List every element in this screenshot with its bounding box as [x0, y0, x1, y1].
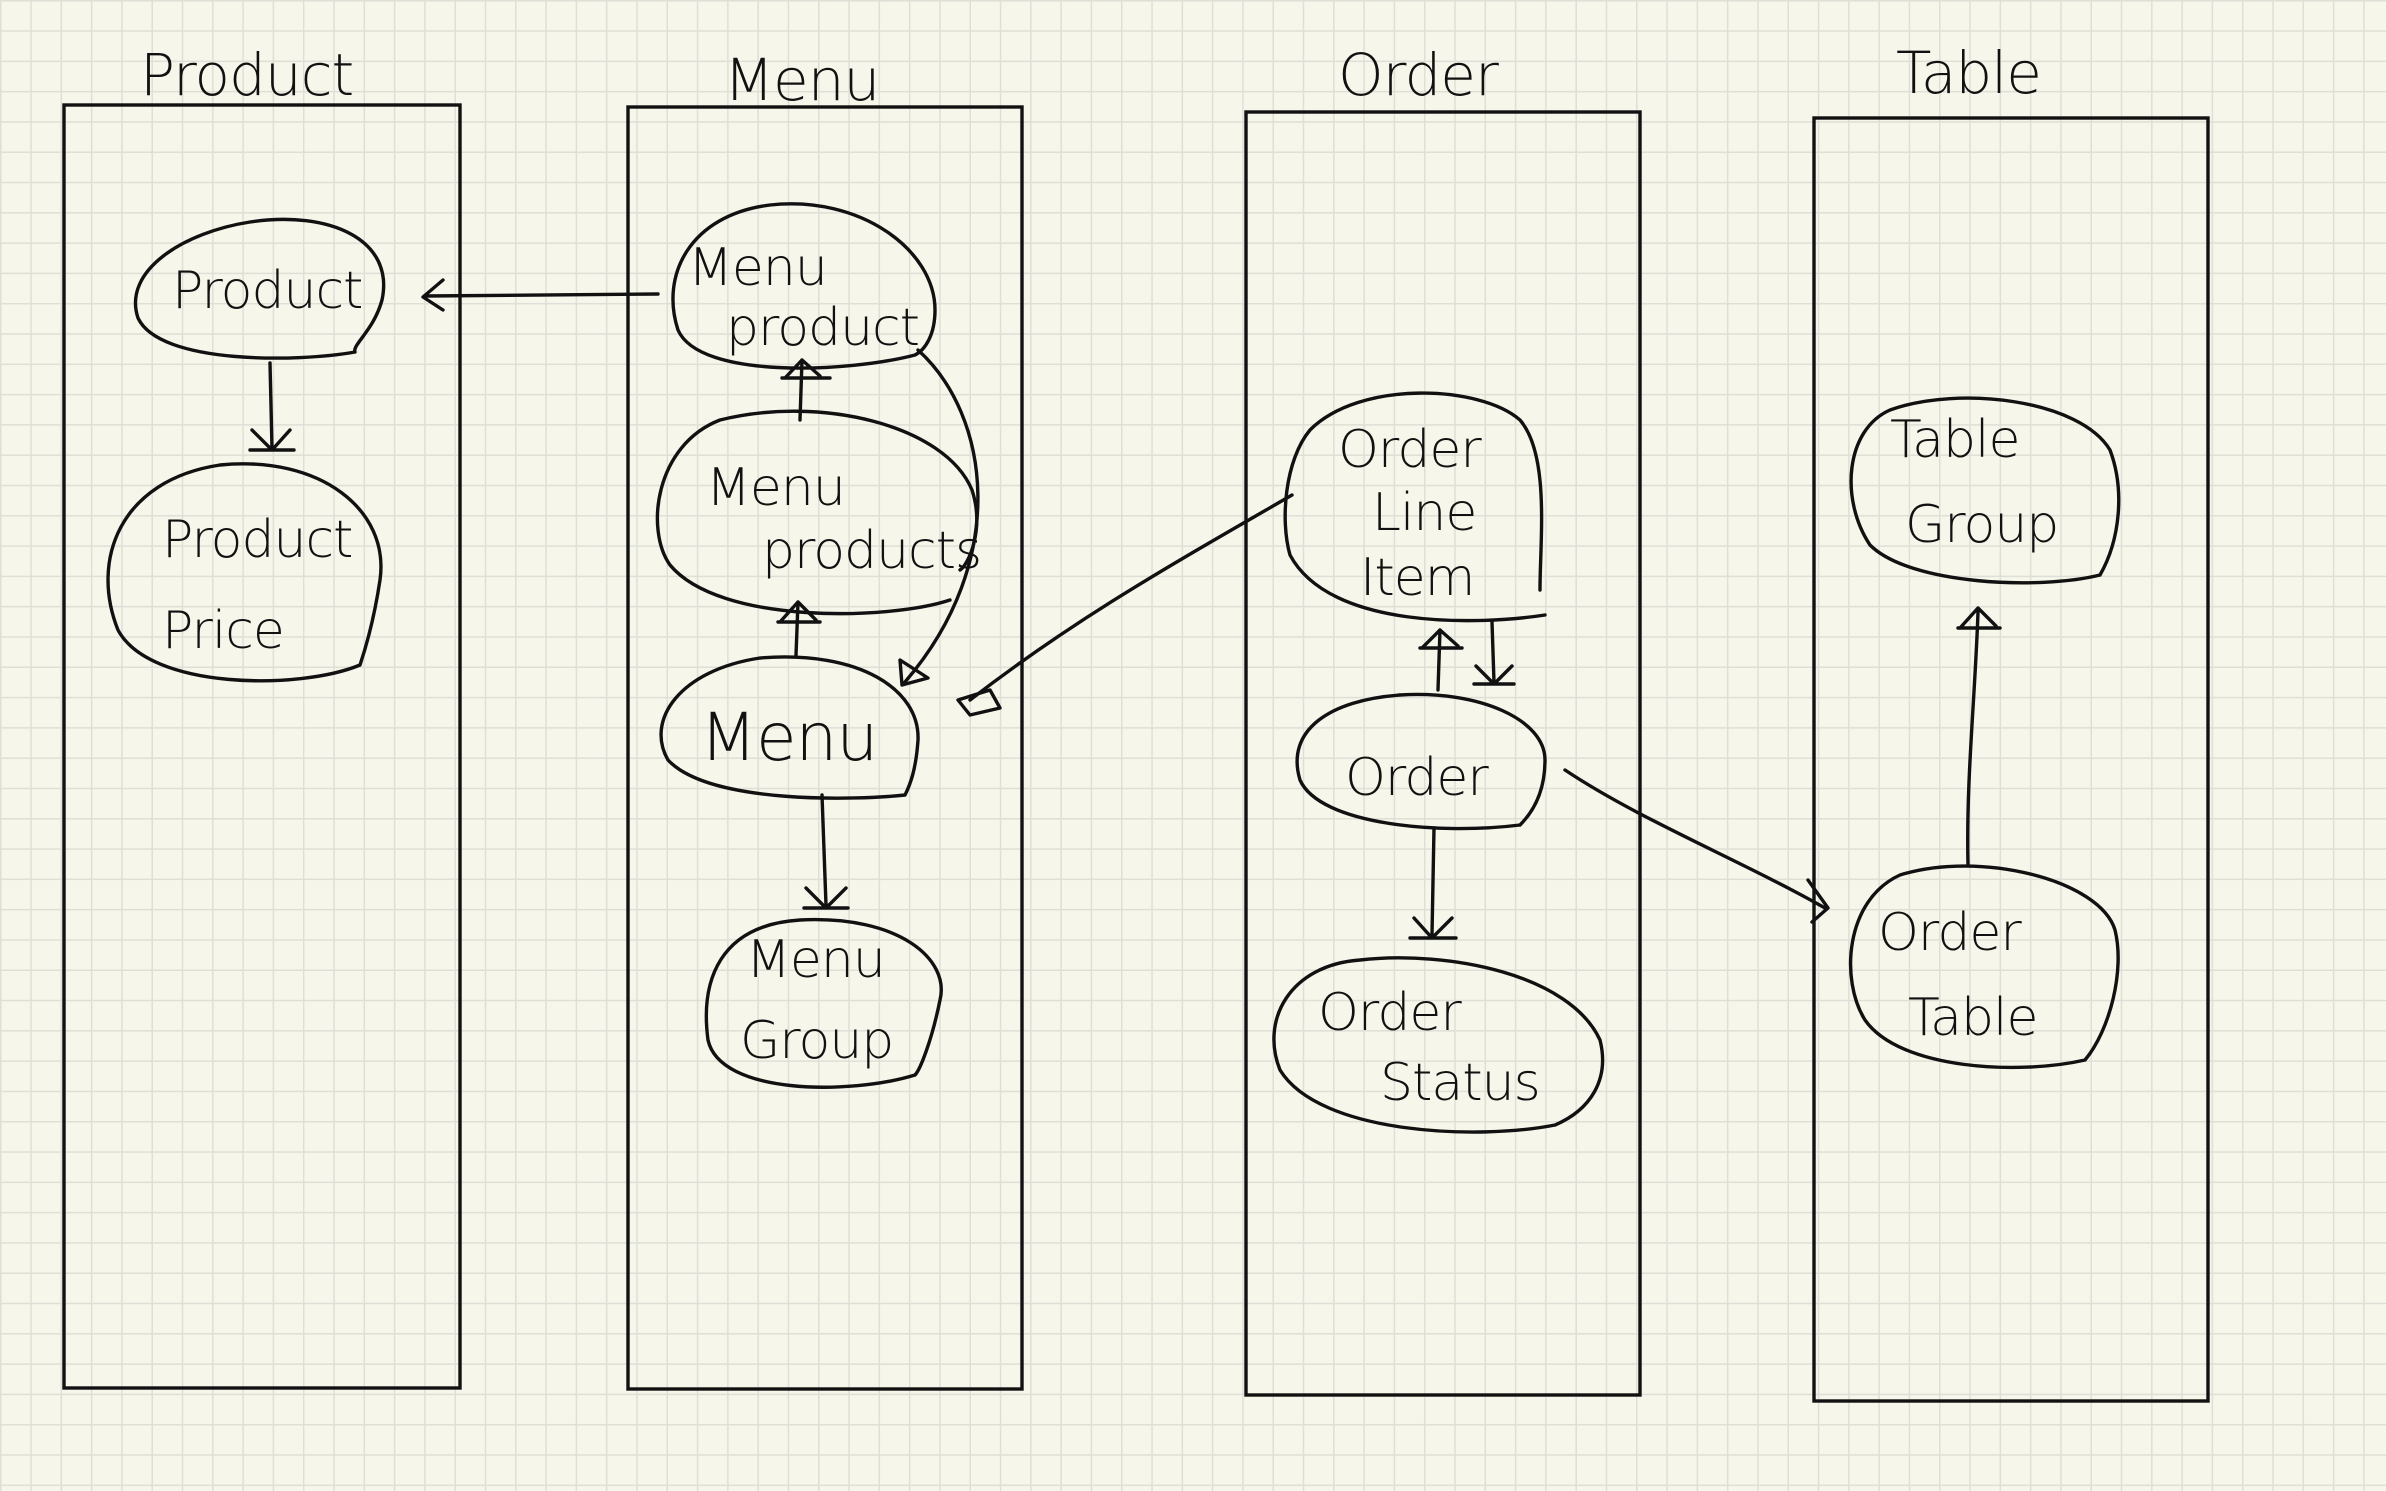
menu-products-node-outline — [655, 409, 979, 616]
product-node-label: Product — [172, 261, 362, 321]
order-table-node-outline — [1848, 864, 2120, 1070]
product-price-node-outline — [106, 462, 383, 683]
edge-menu-products-to-menu-product — [780, 358, 832, 422]
order-line-item-node-label-line1: Order — [1338, 420, 1482, 480]
edge-menu-to-menu-group — [802, 793, 850, 910]
product-price-node-label-line2: Price — [162, 601, 284, 661]
menu-product-node-label-line2: product — [726, 298, 919, 358]
order-context-box — [1244, 110, 1642, 1397]
order-table-node-label-line1: Order — [1878, 903, 2022, 963]
menu-product-node-outline — [671, 202, 937, 370]
menu-group-node-label-line1: Menu — [746, 930, 885, 990]
product-node-outline — [134, 217, 386, 360]
edge-order-table-to-table-group — [1956, 606, 2002, 867]
edge-order-to-order-status — [1408, 826, 1458, 940]
order-status-node-label-line1: Order — [1318, 983, 1462, 1043]
order-context-title: Order — [1338, 41, 1499, 109]
table-context-box — [1812, 116, 2210, 1403]
menu-group-node-label-line2: Group — [740, 1011, 893, 1071]
menu-context-title: Menu — [724, 46, 879, 114]
product-context-title: Product — [140, 41, 353, 109]
edge-order-line-item-to-menu — [956, 493, 1294, 717]
menu-products-node-label-line1: Menu — [706, 458, 845, 518]
product-context-box — [62, 103, 462, 1390]
table-context-title: Table — [1896, 39, 2041, 107]
table-group-node-label-line2: Group — [1905, 495, 2058, 555]
order-node-label: Order — [1345, 748, 1489, 808]
edge-menu-product-to-product — [421, 278, 660, 312]
edge-order-line-item-to-order — [1472, 620, 1516, 686]
menu-group-node-outline — [704, 917, 943, 1089]
table-group-node-outline — [1849, 396, 2121, 585]
order-table-node-label-line2: Table — [1908, 988, 2037, 1048]
edge-order-to-order-table — [1563, 768, 1830, 924]
order-line-item-node-outline — [1283, 391, 1547, 623]
edge-menu-to-menu-products — [776, 600, 822, 657]
order-status-node-label-line2: Status — [1380, 1053, 1540, 1113]
edge-order-to-order-line-item — [1418, 628, 1464, 692]
order-line-item-node-label-line3: Item — [1360, 548, 1474, 608]
order-node-outline — [1295, 692, 1547, 831]
order-status-node-outline — [1272, 956, 1605, 1134]
product-price-node-label-line1: Product — [162, 510, 352, 570]
menu-node-label: Menu — [700, 699, 877, 776]
menu-node-outline — [659, 655, 920, 800]
menu-product-node-label-line1: Menu — [688, 238, 827, 298]
table-group-node-label-line1: Table — [1890, 410, 2019, 470]
menu-context-box — [626, 105, 1024, 1391]
menu-products-node-label-line2: products — [762, 521, 981, 581]
order-line-item-node-label-line2: Line — [1372, 483, 1476, 543]
edge-product-to-product-price — [248, 361, 296, 452]
edge-menu-product-to-menu — [898, 348, 980, 687]
